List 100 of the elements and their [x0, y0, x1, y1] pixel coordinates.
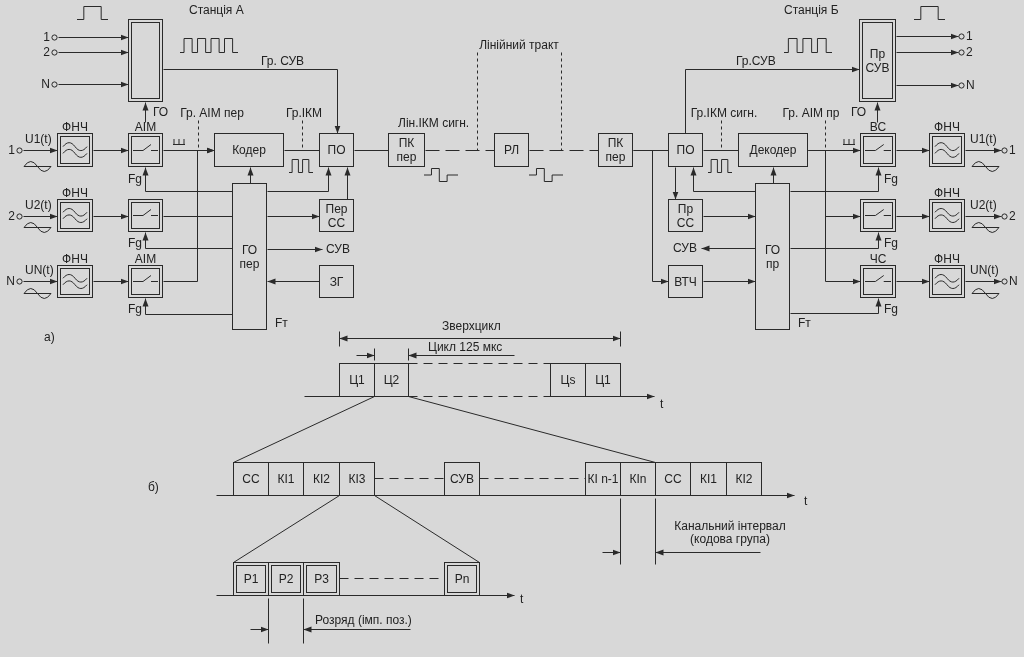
arrow [685, 66, 860, 134]
process-block: ГО пер [232, 183, 267, 330]
arrow [93, 213, 129, 220]
axis-label: t [660, 398, 664, 411]
arrow [690, 167, 756, 192]
edge-label: Гр.СУВ [736, 55, 776, 67]
terminal-label: 1 [8, 143, 15, 157]
edge-label: Fg [884, 173, 898, 185]
arrow [790, 298, 882, 314]
arrow [896, 147, 930, 154]
arrow [163, 147, 215, 282]
time-slot: СС [233, 462, 269, 496]
leader-line [302, 120, 303, 151]
connector-line [354, 150, 389, 151]
arrow [267, 246, 323, 253]
edge-label: UN(t) [970, 264, 999, 276]
arrow [344, 167, 351, 200]
block-title: ФНЧ [933, 188, 961, 199]
signal-block [128, 19, 163, 102]
arrow [633, 150, 669, 285]
arrow [267, 167, 332, 192]
terminal-label: N [966, 78, 975, 92]
leader-line [825, 120, 826, 151]
arrow [808, 150, 861, 285]
arrow [790, 232, 882, 249]
projection-line [233, 495, 340, 563]
leader-line [721, 120, 722, 151]
terminal-label: 2 [1009, 209, 1016, 223]
terminal-label: 2 [966, 45, 973, 59]
block-title: ВС [868, 122, 888, 133]
frequency-label: Fт [798, 317, 811, 330]
time-slot: КІ2 [726, 462, 762, 496]
arrow [247, 167, 254, 184]
station-title: Станція А [189, 4, 244, 17]
edge-label: U2(t) [970, 199, 997, 211]
arrow [896, 49, 959, 56]
leader-line [198, 120, 199, 151]
frequency-label: Fт [275, 317, 288, 330]
arrow [163, 69, 341, 134]
panel-label: б) [148, 481, 159, 494]
block-title: ФНЧ [61, 188, 89, 199]
bit-slot: Р1 [233, 562, 269, 596]
bit-slot: Рn [444, 562, 480, 596]
arrow [965, 278, 1002, 285]
dimension-label: Канальний інтервал (кодова група) [673, 520, 787, 546]
arrow [770, 167, 777, 184]
arrow [142, 102, 149, 123]
arrow [672, 167, 679, 200]
arrow [790, 167, 882, 192]
leader-line [561, 52, 562, 151]
arrow [874, 102, 881, 123]
edge-label: Fg [128, 237, 142, 249]
block-title: ФНЧ [61, 122, 89, 133]
edge-label: U1(t) [25, 133, 52, 145]
edge-label: Fg [884, 237, 898, 249]
signal-block: Пр СУВ [859, 19, 896, 102]
signal-label: Гр. АІМ пр [780, 107, 842, 120]
terminal-label: 2 [8, 209, 15, 223]
arrow [703, 213, 756, 220]
leader-line [477, 52, 478, 151]
connector-line [425, 150, 495, 151]
block-title: ФНЧ [61, 254, 89, 265]
dimension-label: Розряд (імп. поз.) [315, 614, 412, 627]
arrow [896, 213, 930, 220]
connector-line [703, 150, 739, 151]
process-block: ЗГ [319, 265, 354, 298]
arrow [93, 278, 129, 285]
process-block: РЛ [494, 133, 529, 167]
terminal-label: 2 [43, 45, 50, 59]
arrow [142, 232, 233, 249]
process-block: ГО пр [755, 183, 790, 330]
process-block: ПК пер [388, 133, 425, 167]
process-block: ПО [319, 133, 354, 167]
edge-label: U2(t) [25, 199, 52, 211]
dimension-label: Зверхцикл [442, 320, 501, 333]
signal-label: Лінійний тракт [470, 38, 568, 52]
process-block: ВТЧ [668, 265, 703, 298]
signal-label: Гр. АІМ пер [178, 107, 246, 120]
edge-label: Fg [884, 303, 898, 315]
edge-label: Гр. СУВ [261, 55, 305, 67]
arrow [58, 34, 129, 41]
bit-slot: Р3 [303, 562, 340, 596]
edge-label: ГО [153, 106, 169, 118]
dimension-label: Цикл 125 мкс [428, 341, 503, 354]
time-slot: Ц2 [374, 363, 409, 397]
signal-label: Лін.ІКМ сигн. [398, 117, 470, 130]
connector-line [529, 150, 599, 151]
time-slot: КІ n-1 [585, 462, 621, 496]
edge-label: ГО [851, 106, 867, 118]
process-block: Кодер [214, 133, 284, 167]
arrow [23, 147, 58, 154]
arrow [23, 213, 58, 220]
connector-line [284, 150, 320, 151]
time-slot: Ц1 [585, 363, 621, 397]
block-title: АІМ [133, 122, 158, 133]
signal-label: Гр.ІКМ [284, 107, 324, 120]
projection-line [233, 396, 375, 463]
arrow [93, 147, 129, 154]
arrow [896, 82, 959, 89]
terminal-label: N [6, 274, 15, 288]
